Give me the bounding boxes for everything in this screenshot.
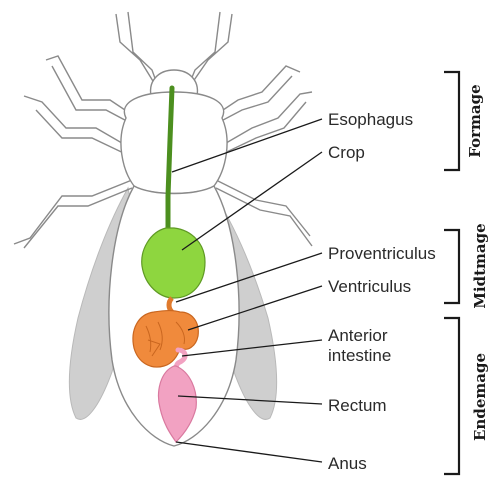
label-esophagus: Esophagus <box>328 110 413 129</box>
hindgut-bracket <box>444 318 459 474</box>
label-rectum: Rectum <box>328 396 387 415</box>
region-brackets <box>444 72 459 474</box>
region-label-hindgut: Endemage <box>471 352 489 442</box>
thorax <box>121 92 227 194</box>
label-anus: Anus <box>328 454 367 473</box>
region-label-midgut: Midtmage <box>471 221 489 311</box>
foregut-bracket <box>444 72 459 170</box>
region-label-foregut: Formage <box>466 81 484 161</box>
right-middle-leg <box>214 92 312 158</box>
label-anterior-intestine-line1: Anterior <box>328 326 388 345</box>
label-proventriculus: Proventriculus <box>328 244 436 263</box>
label-ventriculus: Ventriculus <box>328 277 411 296</box>
crop <box>142 228 205 298</box>
midgut-bracket <box>444 230 459 303</box>
label-anterior-intestine-line2: intestine <box>328 346 391 365</box>
anus-leader <box>176 442 322 462</box>
label-crop: Crop <box>328 143 365 162</box>
